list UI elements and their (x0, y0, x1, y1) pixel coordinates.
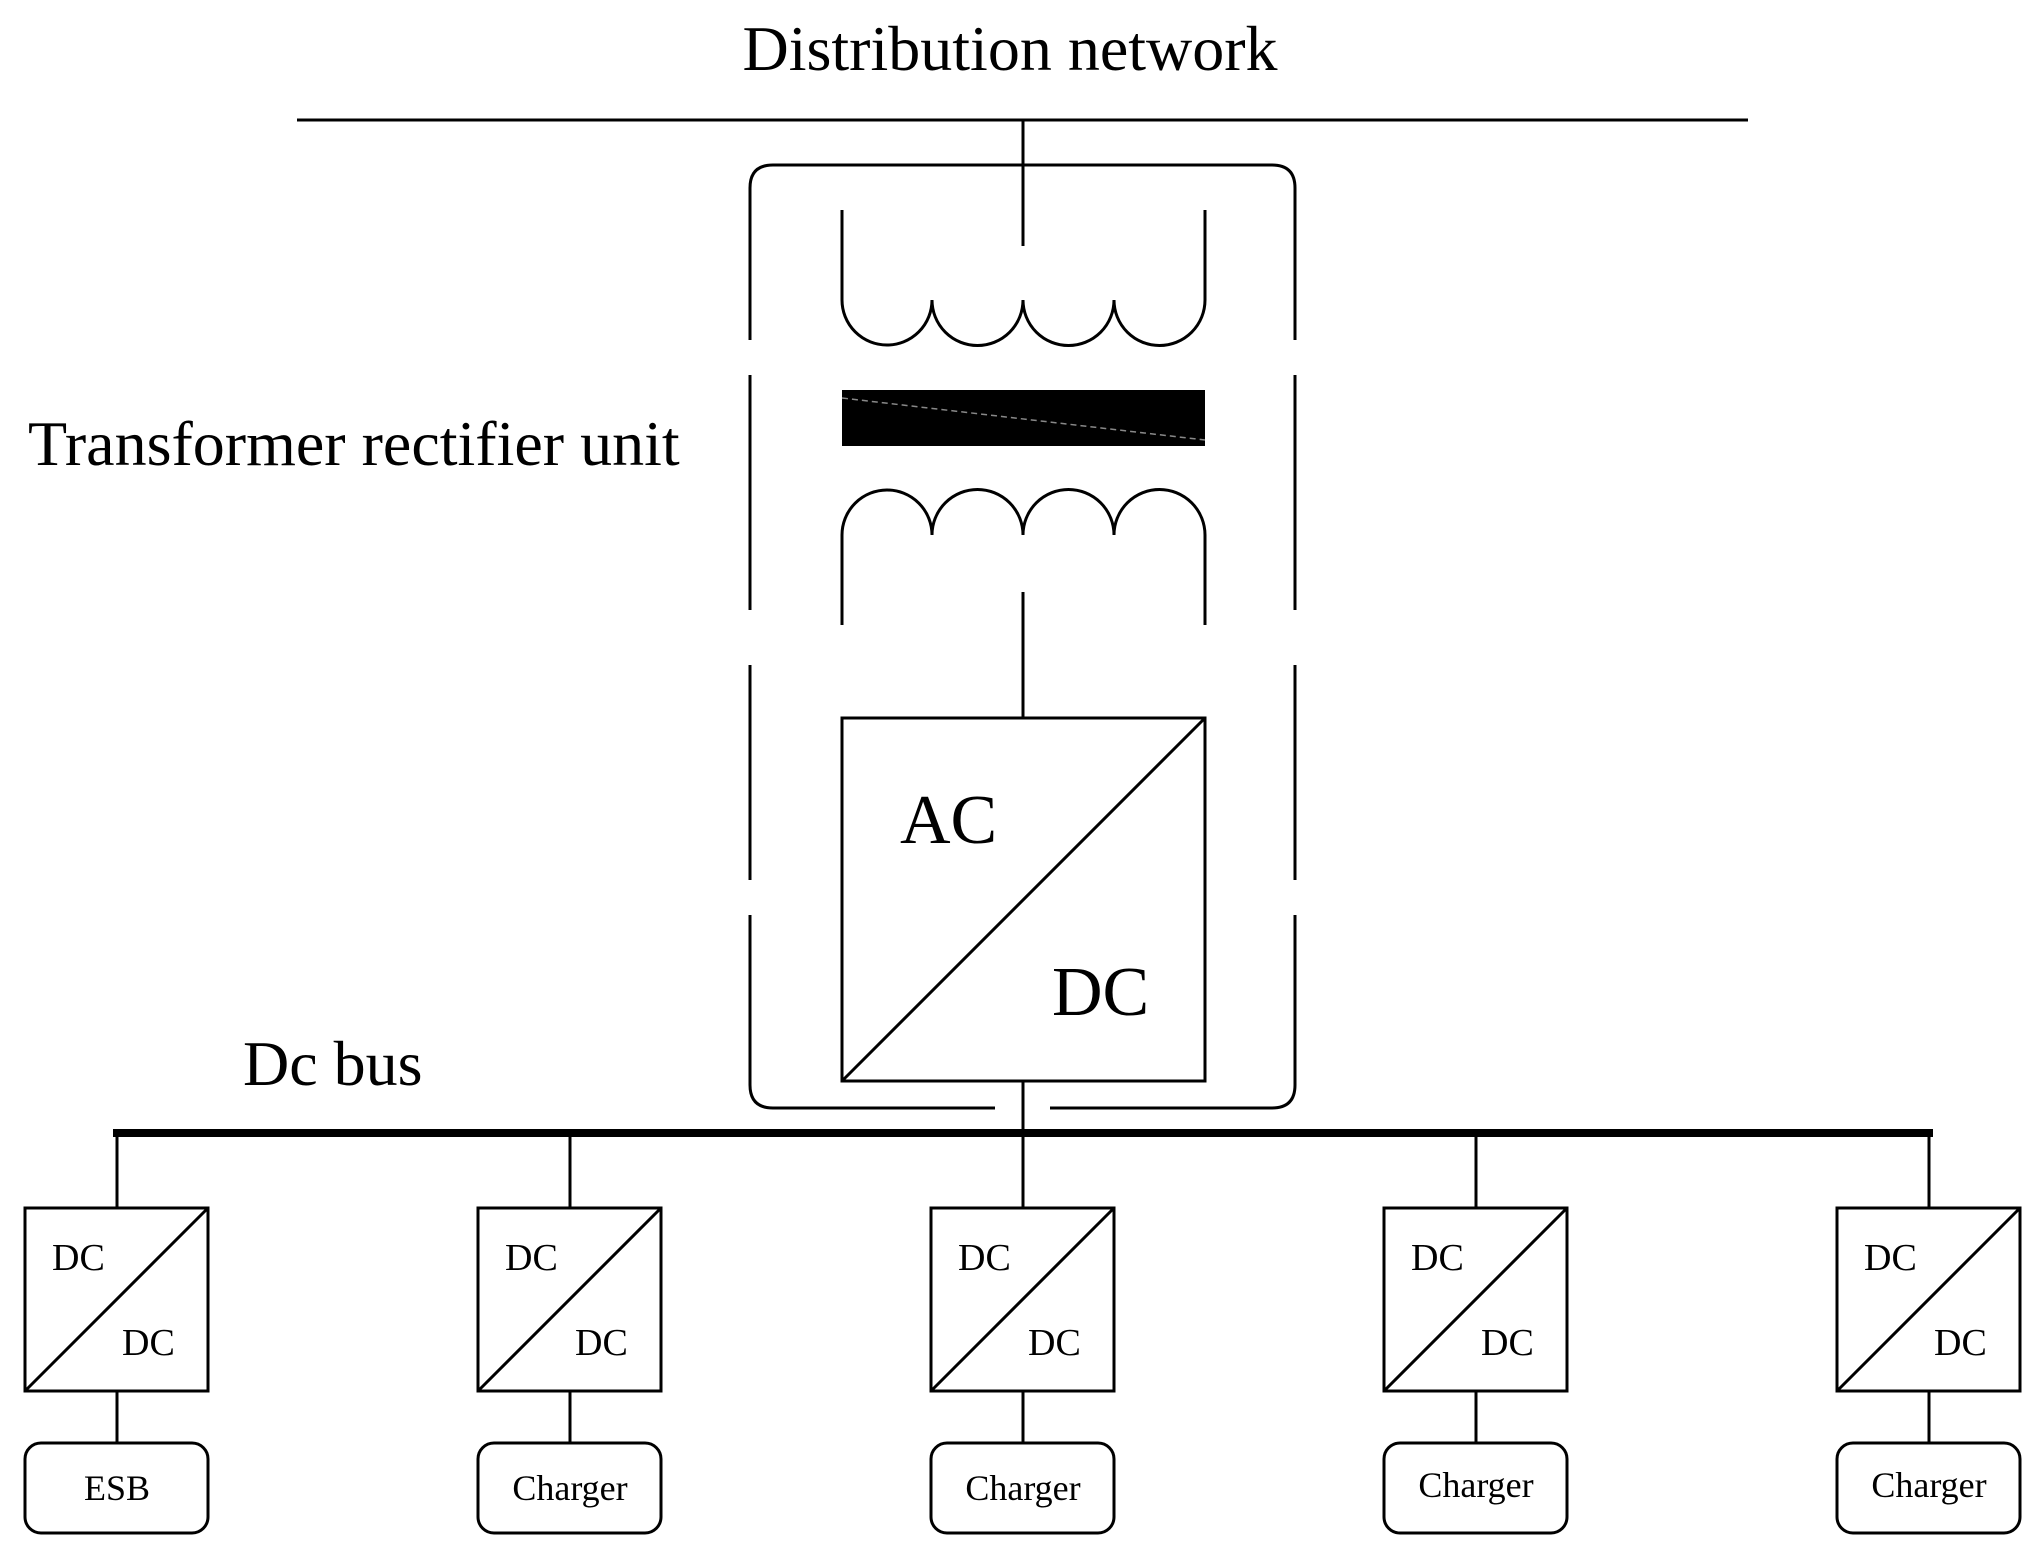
charger-box (476, 1441, 663, 1535)
load-label: Charger (512, 1468, 627, 1508)
converter-input-label: DC (958, 1237, 1011, 1279)
converter-input-label: DC (52, 1237, 105, 1279)
converter-input-label: DC (1864, 1237, 1917, 1279)
transformer-rectifier-unit-enclosure (748, 163, 1297, 1110)
ac-label: AC (900, 782, 997, 859)
charger-box (1835, 1441, 2022, 1535)
dc-label: DC (1052, 954, 1149, 1031)
converter-output-label: DC (1481, 1322, 1534, 1364)
converter-output-label: DC (575, 1322, 628, 1364)
transformer-primary-winding (840, 210, 1207, 347)
converter-input-label: DC (505, 1237, 558, 1279)
load-label: Charger (965, 1468, 1080, 1508)
branch-4: DC DC Charger (1382, 1133, 1569, 1535)
converter-output-label: DC (122, 1322, 175, 1364)
charger-box (929, 1441, 1116, 1535)
load-label: Charger (1871, 1465, 1986, 1505)
transformer-rectifier-unit-label: Transformer rectifier unit (28, 408, 680, 479)
distribution-network-label: Distribution network (742, 13, 1277, 84)
ac-dc-converter (840, 716, 1207, 1083)
branch-1: DC DC ESB (23, 1133, 210, 1535)
load-label: ESB (84, 1468, 150, 1508)
load-label: Charger (1418, 1465, 1533, 1505)
branch-3: DC DC Charger (929, 1133, 1116, 1535)
converter-output-label: DC (1934, 1322, 1987, 1364)
transformer-secondary-winding (840, 488, 1207, 625)
charger-box (1382, 1441, 1569, 1535)
converter-output-label: DC (1028, 1322, 1081, 1364)
branch-5: DC DC Charger (1835, 1133, 2022, 1535)
esb-box (23, 1441, 210, 1535)
branch-2: DC DC Charger (476, 1133, 663, 1535)
dc-bus-label: Dc bus (243, 1028, 423, 1099)
converter-input-label: DC (1411, 1237, 1464, 1279)
transformer-core (841, 390, 1206, 446)
